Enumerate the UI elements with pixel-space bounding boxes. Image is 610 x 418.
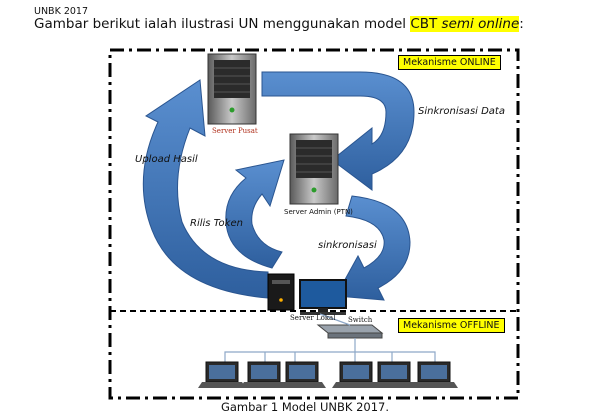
switch-icon xyxy=(316,324,384,339)
sinkronisasi-arrow xyxy=(335,195,411,301)
sinkronisasi-data-label: Sinkronisasi Data xyxy=(418,106,505,117)
laptop-icon xyxy=(198,361,246,388)
server-lokal-label: Server Lokal xyxy=(290,314,336,322)
highlight-cbt: CBT semi online xyxy=(410,16,520,32)
laptop-icon xyxy=(370,361,418,388)
intro-text: Gambar berikut ialah ilustrasi UN menggu… xyxy=(34,16,411,32)
sinkronisasi-data-arrow xyxy=(261,71,415,191)
rilis-token-label: Rilis Token xyxy=(190,218,243,229)
intro-end: : xyxy=(519,16,524,32)
laptop-icon xyxy=(278,361,326,388)
network-cables xyxy=(224,313,436,363)
server-pusat-icon xyxy=(207,53,257,125)
server-admin-label: Server Admin (PTN) xyxy=(284,208,353,216)
rilis-token-arrow xyxy=(225,159,285,269)
intro-sentence: Gambar berikut ialah ilustrasi UN menggu… xyxy=(34,16,524,32)
server-pusat-label: Server Pusat xyxy=(212,127,258,135)
header-small-title: UNBK 2017 xyxy=(34,6,89,17)
switch-label: Switch xyxy=(348,316,373,324)
upload-hasil-label: Upload Hasil xyxy=(135,154,198,165)
laptop-icon xyxy=(240,361,288,388)
laptop-icon xyxy=(332,361,380,388)
online-section-label: Mekanisme ONLINE xyxy=(398,55,501,70)
server-admin-icon xyxy=(289,133,339,205)
offline-section-label: Mekanisme OFFLINE xyxy=(398,318,505,333)
upload-hasil-arrow xyxy=(142,79,269,299)
laptop-icon xyxy=(410,361,458,388)
sinkronisasi-label: sinkronisasi xyxy=(318,240,377,251)
server-lokal-icon xyxy=(267,273,347,315)
figure-caption: Gambar 1 Model UNBK 2017. xyxy=(220,400,390,414)
